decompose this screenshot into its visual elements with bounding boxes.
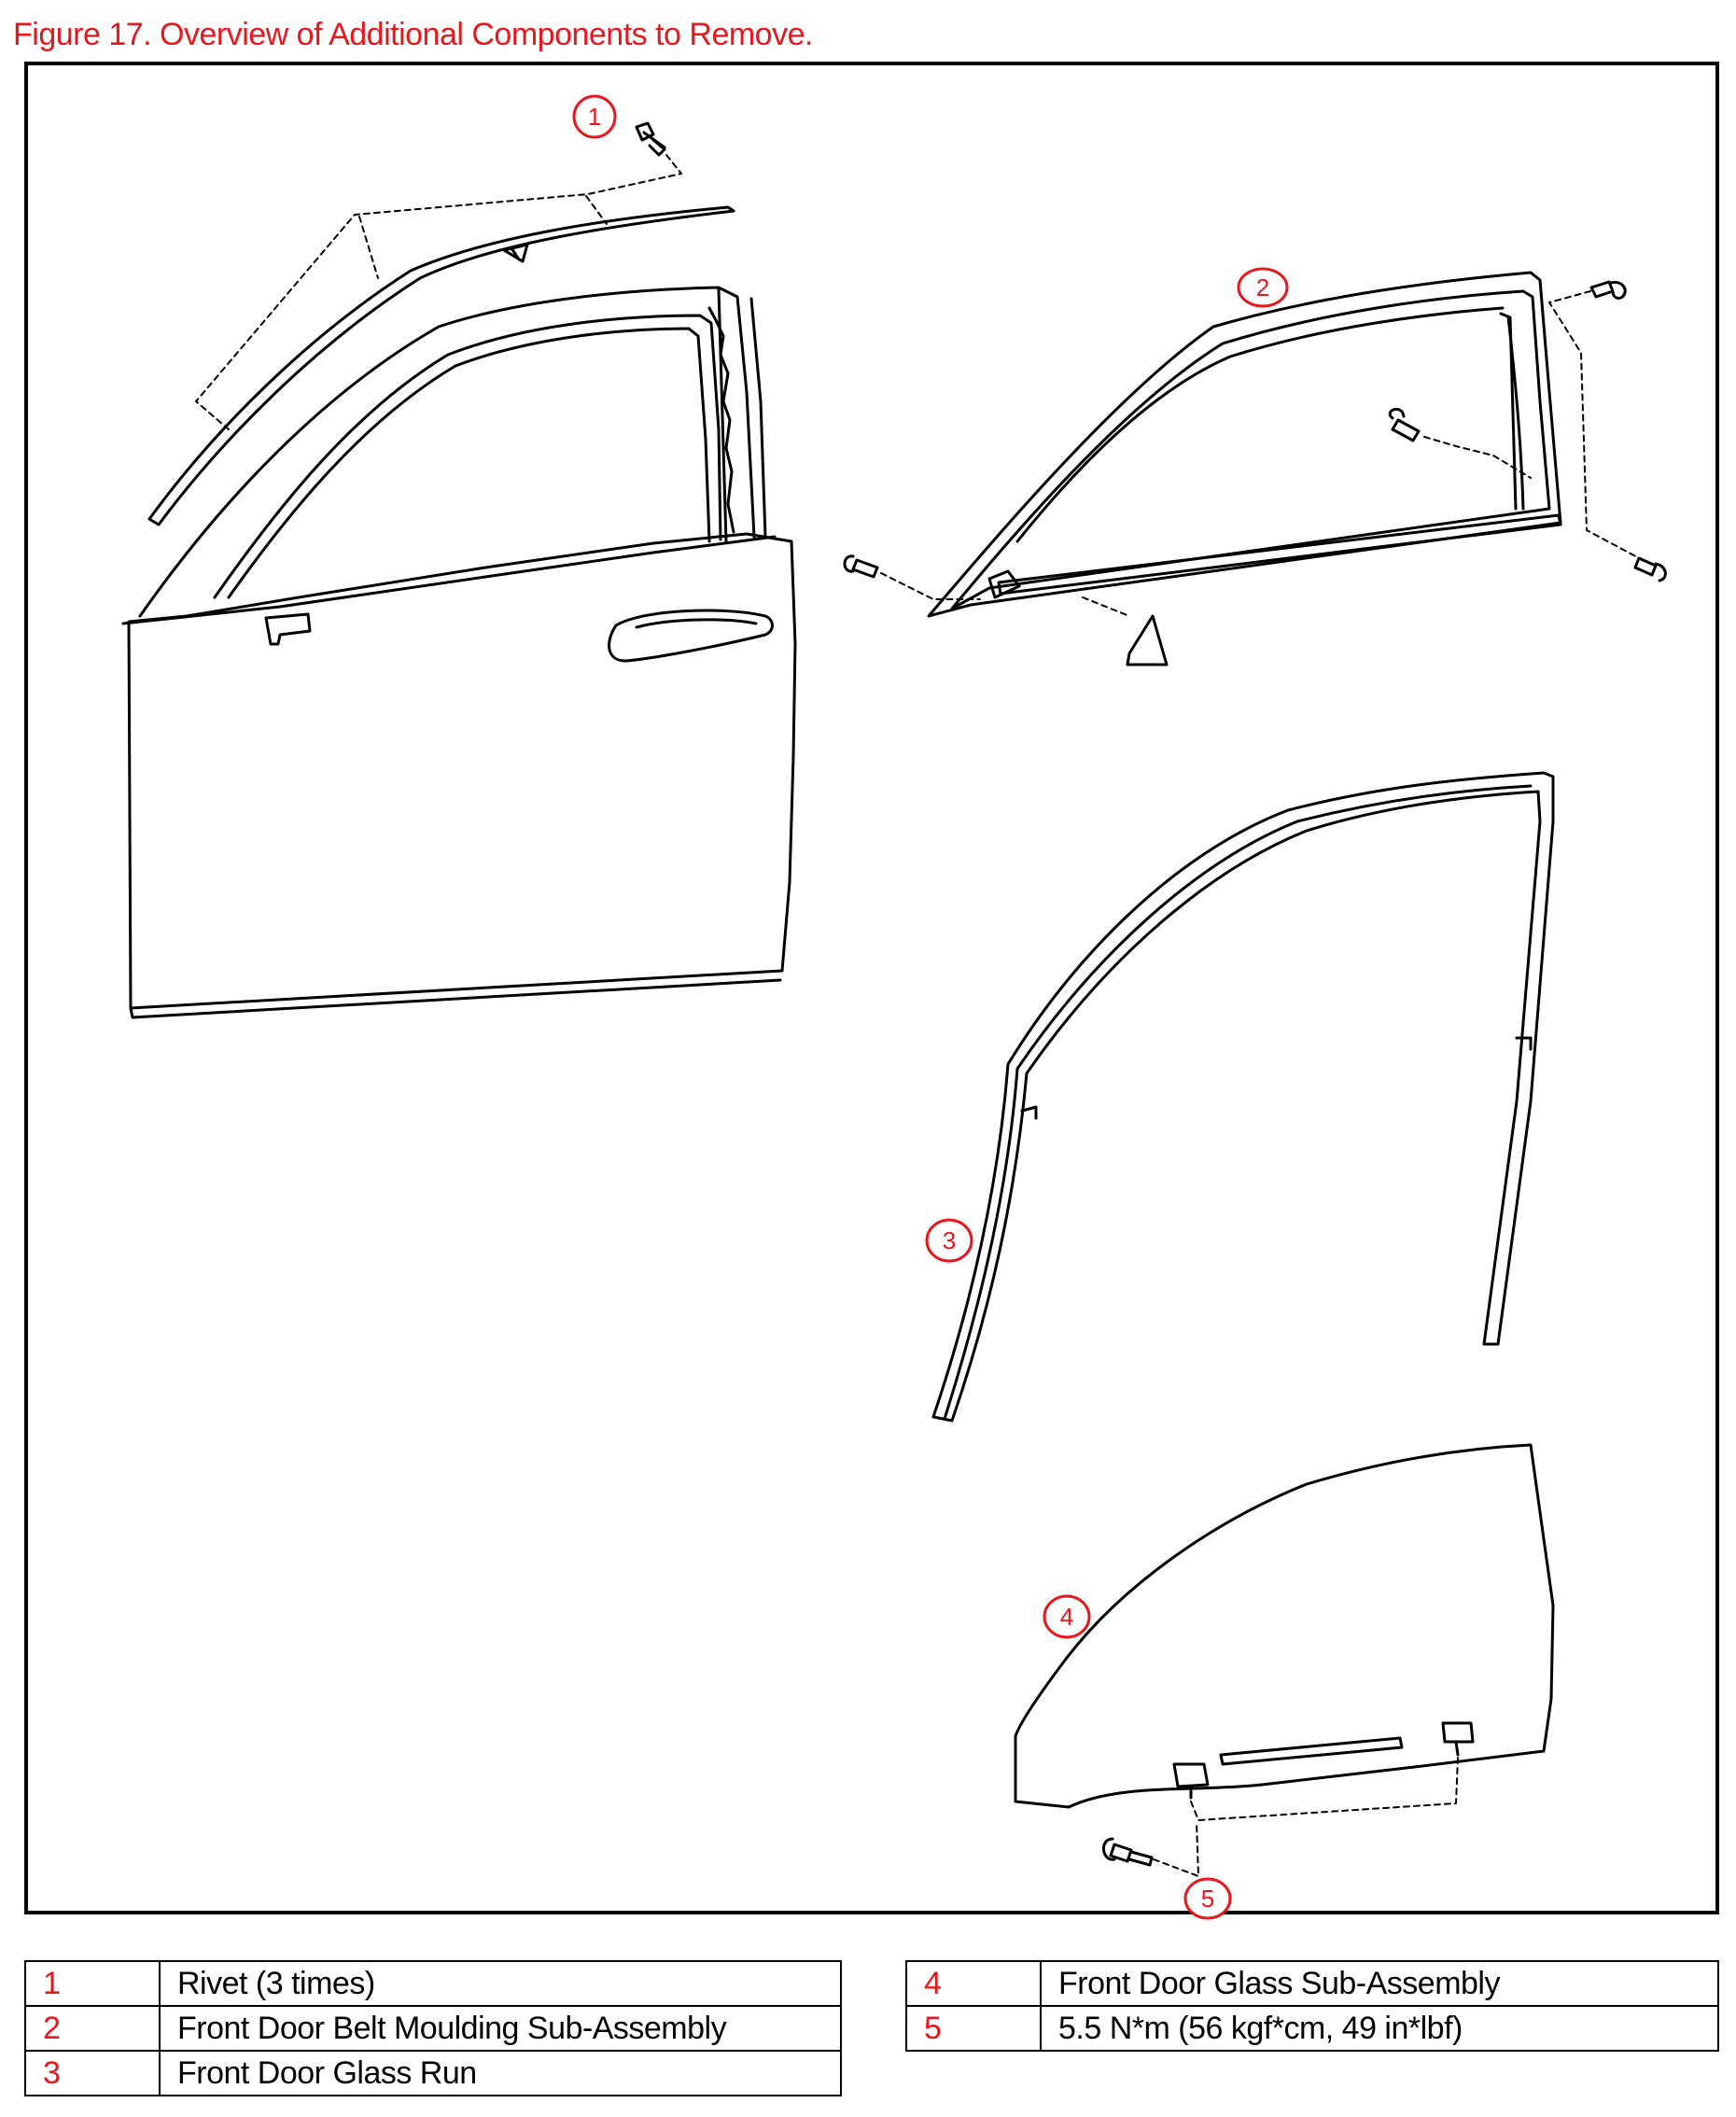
legend-description: Front Door Belt Moulding Sub-Assembly (159, 2005, 842, 2052)
legend-row: 3 Front Door Glass Run (24, 2050, 842, 2096)
svg-text:4: 4 (1060, 1603, 1073, 1631)
legend-table-right: 4 Front Door Glass Sub-Assembly 5 5.5 N*… (905, 1960, 1719, 2052)
legend-description: 5.5 N*m (56 kgf*cm, 49 in*lbf) (1040, 2005, 1719, 2052)
callout-5: 5 (1183, 1877, 1232, 1920)
legend-number: 3 (24, 2050, 161, 2096)
legend-row: 4 Front Door Glass Sub-Assembly (905, 1960, 1719, 2007)
legend-number: 1 (24, 1960, 161, 2007)
figure-title: Figure 17. Overview of Additional Compon… (13, 17, 813, 52)
front-door-shell (121, 286, 797, 1019)
belt-moulding (147, 205, 735, 526)
legend-table-left: 1 Rivet (3 times) 2 Front Door Belt Moul… (24, 1960, 842, 2096)
legend-number: 4 (905, 1960, 1042, 2007)
svg-text:1: 1 (588, 103, 601, 131)
callout-1: 1 (572, 94, 617, 139)
legend-number: 2 (24, 2005, 161, 2052)
legend-number: 5 (905, 2005, 1042, 2052)
door-glass (1014, 1443, 1555, 1809)
callout-2: 2 (1237, 267, 1289, 308)
legend-row: 1 Rivet (3 times) (24, 1960, 842, 2007)
legend-description: Rivet (3 times) (159, 1960, 842, 2007)
callout-3: 3 (925, 1218, 973, 1263)
svg-text:5: 5 (1201, 1885, 1214, 1913)
callout-4: 4 (1043, 1594, 1091, 1639)
bolt-part (843, 280, 1667, 582)
svg-text:3: 3 (943, 1227, 956, 1255)
svg-text:2: 2 (1256, 273, 1269, 301)
exploded-parts-diagram: 1 2 3 4 5 (121, 94, 1667, 1920)
legend-description: Front Door Glass Sub-Assembly (1040, 1960, 1719, 2007)
door-frame-assembly (927, 271, 1562, 666)
glass-run (931, 771, 1555, 1423)
bolt-part (1102, 1837, 1154, 1867)
rivet-part (635, 121, 666, 157)
diagram-frame (24, 62, 1719, 1914)
legend-row: 2 Front Door Belt Moulding Sub-Assembly (24, 2005, 842, 2052)
legend-description: Front Door Glass Run (159, 2050, 842, 2096)
legend-row: 5 5.5 N*m (56 kgf*cm, 49 in*lbf) (905, 2005, 1719, 2052)
